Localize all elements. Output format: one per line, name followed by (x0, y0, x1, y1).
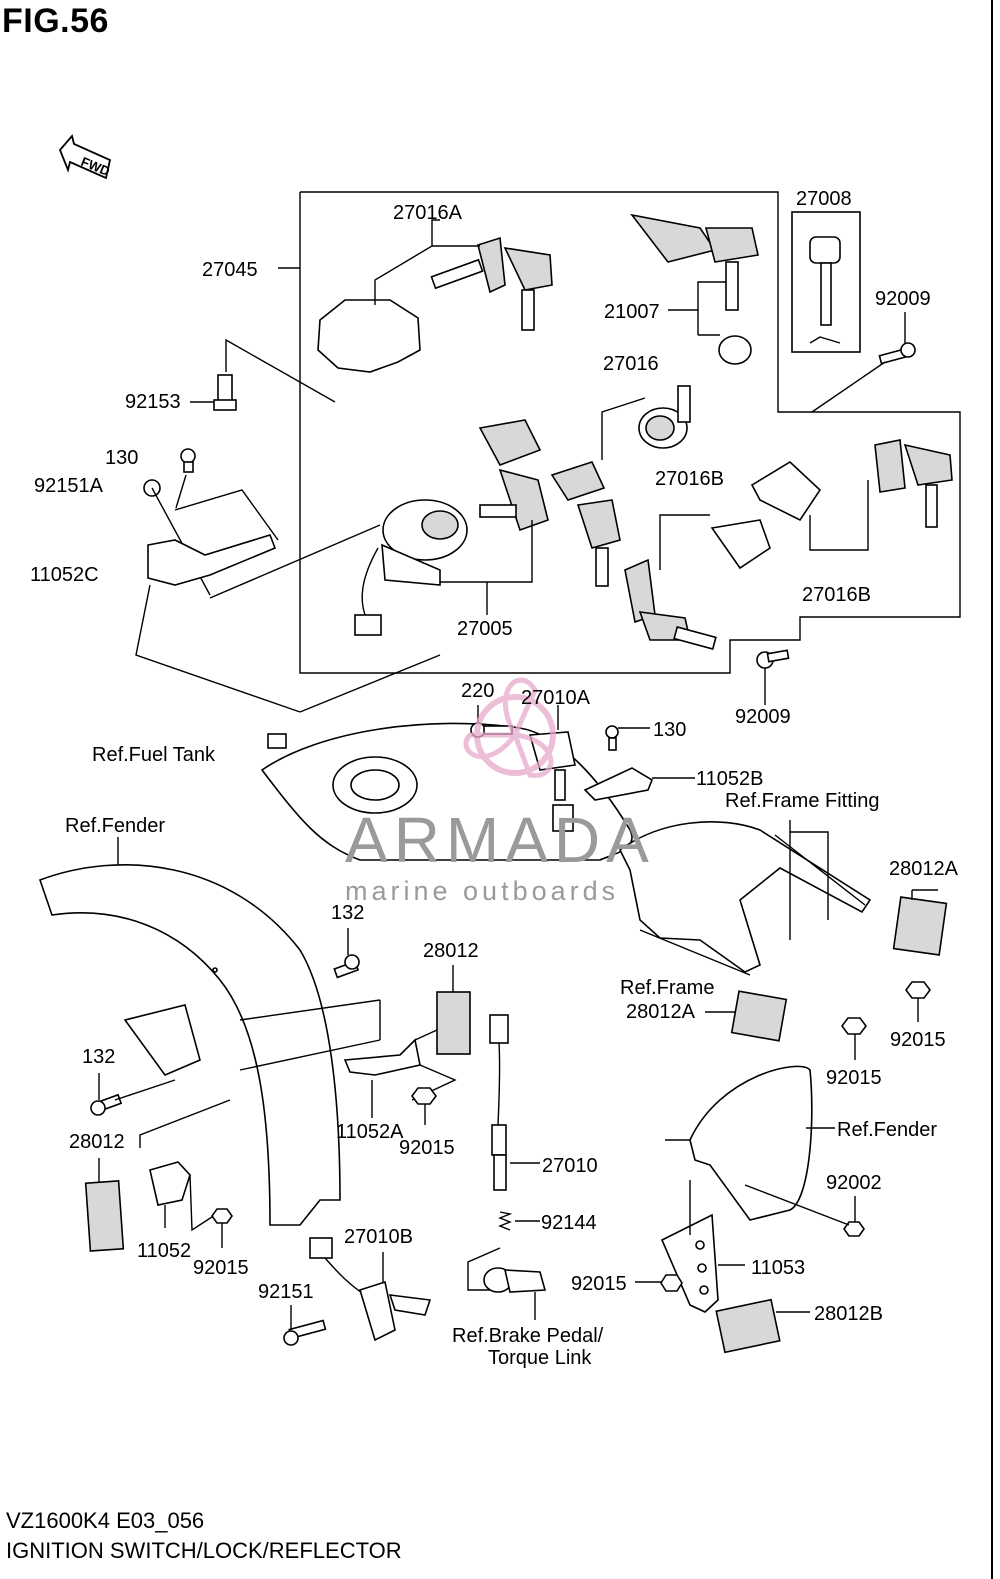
label-torque-link: Torque Link (488, 1347, 592, 1369)
watermark-brand: ARMADA (345, 804, 655, 876)
label-92151: 92151 (258, 1281, 314, 1303)
label-28012-mid: 28012 (423, 940, 479, 962)
ignition-switch-27005 (354, 419, 549, 636)
label-92144: 92144 (541, 1212, 597, 1234)
fender-bracket (123, 1004, 231, 1148)
reflector-28012B (715, 1298, 810, 1354)
label-132-left: 132 (82, 1046, 115, 1068)
model-code: VZ1600K4 E03_056 (6, 1508, 205, 1533)
figure-title: FIG.56 (2, 2, 109, 40)
label-11053: 11053 (751, 1257, 805, 1279)
reflector-28012A-right (892, 889, 948, 956)
brake-pedal-ref (483, 1267, 547, 1320)
screw-92009-top (811, 312, 916, 413)
label-130-left: 130 (105, 447, 138, 469)
bracket-11053 (660, 1180, 745, 1313)
reflector-28012-mid (436, 965, 471, 1055)
reflector-28012A-mid (705, 990, 788, 1042)
label-92015-mid-right: 92015 (826, 1067, 882, 1089)
nut-92015-rear (635, 1274, 683, 1292)
label-92153: 92153 (125, 391, 181, 413)
label-28012A-mid: 28012A (626, 1001, 696, 1023)
label-27010: 27010 (542, 1155, 598, 1177)
fwd-label: FWD (79, 154, 112, 179)
label-27010B: 27010B (344, 1226, 413, 1248)
label-21007: 21007 (604, 301, 660, 323)
lock-27016 (550, 385, 691, 587)
bolt-92153 (190, 338, 336, 411)
label-27016: 27016 (603, 353, 659, 375)
label-92009-top: 92009 (875, 288, 931, 310)
label-27016B-lower: 27016B (802, 584, 871, 606)
bolt-92151 (283, 1305, 327, 1346)
lock-27016B (624, 439, 953, 650)
label-ref-brake-pedal: Ref.Brake Pedal/ (452, 1325, 604, 1347)
screw-92009-bottom (756, 649, 790, 705)
label-11052: 11052 (137, 1240, 191, 1262)
nut-92015-right (841, 981, 931, 1060)
ignition-set-outline (278, 191, 961, 674)
label-220: 220 (461, 680, 494, 702)
front-fender-ref (38, 837, 381, 1226)
label-28012B: 28012B (814, 1303, 883, 1325)
diagram-canvas: FWD (30, 134, 961, 1369)
label-92015-left: 92015 (193, 1257, 249, 1279)
label-28012A-right: 28012A (889, 858, 959, 880)
label-92015-rear: 92015 (571, 1273, 627, 1295)
label-130-right: 130 (653, 719, 686, 741)
label-ref-fender-front: Ref.Fender (65, 815, 165, 837)
rear-fender-ref (665, 1065, 835, 1221)
label-92015-mid: 92015 (399, 1137, 455, 1159)
bracket-11052B (583, 725, 695, 801)
forward-arrow-icon: FWD (58, 134, 112, 180)
label-132-top: 132 (331, 902, 364, 924)
watermark-tagline: marine outboards (345, 876, 619, 906)
page-border (991, 0, 993, 1579)
label-27016A: 27016A (393, 202, 463, 224)
screw-92002 (744, 1184, 865, 1237)
label-92015-right: 92015 (890, 1029, 946, 1051)
label-28012-left: 28012 (69, 1131, 125, 1153)
label-11052C: 11052C (30, 564, 99, 586)
label-27010A: 27010A (521, 687, 591, 709)
switch-27010 (489, 1014, 540, 1191)
bolt-132-left (90, 1073, 176, 1116)
figure-caption: IGNITION SWITCH/LOCK/REFLECTOR (6, 1538, 402, 1563)
frame-ref (618, 820, 872, 976)
label-92151A: 92151A (34, 475, 104, 497)
reflector-28012-left (84, 1158, 125, 1252)
bolt-132-top (333, 928, 360, 979)
spring-92144 (467, 1211, 540, 1291)
key-card-27008 (791, 211, 861, 353)
bracket-11052 (149, 1161, 233, 1248)
label-ref-fuel-tank: Ref.Fuel Tank (92, 744, 216, 766)
label-27005: 27005 (457, 618, 513, 640)
label-92009-bottom: 92009 (735, 706, 791, 728)
bracket-11052C (135, 448, 441, 713)
label-92002: 92002 (826, 1172, 882, 1194)
label-ref-frame-fitting: Ref.Frame Fitting (725, 790, 879, 812)
keys-21007 (630, 213, 759, 365)
label-11052B: 11052B (696, 768, 763, 790)
bracket-11052A (343, 1029, 457, 1125)
switch-27010B (309, 1237, 432, 1342)
label-27045: 27045 (202, 259, 258, 281)
label-ref-frame: Ref.Frame (620, 977, 714, 999)
armada-logo-icon (463, 677, 556, 778)
label-ref-fender-rear: Ref.Fender (837, 1119, 937, 1141)
label-11052A: 11052A (336, 1121, 404, 1143)
label-27016B-upper: 27016B (655, 468, 724, 490)
lock-27016A (317, 219, 553, 373)
label-27008: 27008 (796, 188, 852, 210)
